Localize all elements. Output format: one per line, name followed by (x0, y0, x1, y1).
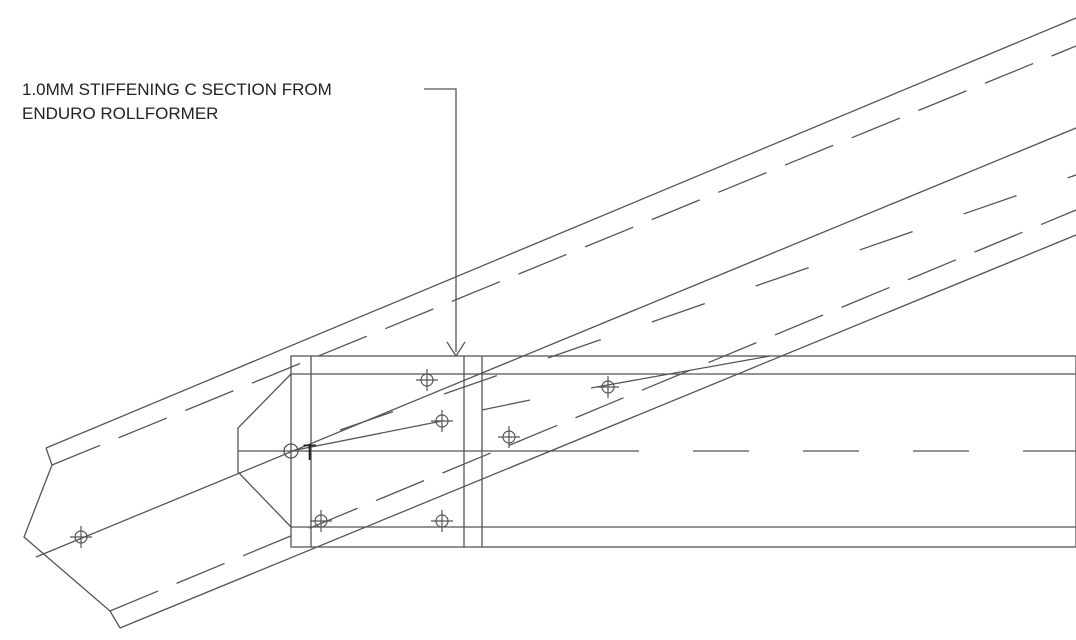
rafter-member (23, 17, 1076, 629)
bolt-icon (310, 510, 332, 532)
rafter-centerline-upper (339, 174, 1076, 431)
gusset-plate (237, 355, 771, 528)
leader-line (424, 88, 457, 352)
marker-label: T (303, 440, 316, 465)
bolt-icon (70, 526, 92, 548)
pin-marker (283, 443, 299, 459)
annotation-line-1: 1.0MM STIFFENING C SECTION FROM (22, 80, 332, 99)
fixings (70, 369, 619, 548)
rafter-end-cut (23, 447, 121, 629)
bolt-icon (597, 376, 619, 398)
leader-arrow-icon (446, 341, 466, 358)
rafter-bottom-edge (119, 234, 1076, 629)
rafter-top-flange-line (51, 45, 1076, 466)
annotation-line-2: ENDURO ROLLFORMER (22, 104, 218, 123)
bolt-icon (416, 369, 438, 391)
rafter-bottom-flange-line (109, 209, 1076, 612)
brace-line-2 (590, 355, 771, 389)
bolt-icon (498, 426, 520, 448)
bolt-icon (431, 410, 453, 432)
annotation-leader (424, 88, 466, 358)
rafter-inner-line (35, 127, 1076, 558)
brace-line-3 (481, 399, 531, 411)
column-member (238, 355, 1076, 548)
gusset-outline (237, 373, 292, 528)
bolt-icon (431, 510, 453, 532)
brace-line-1 (290, 420, 443, 452)
rafter-top-edge (45, 17, 1076, 449)
